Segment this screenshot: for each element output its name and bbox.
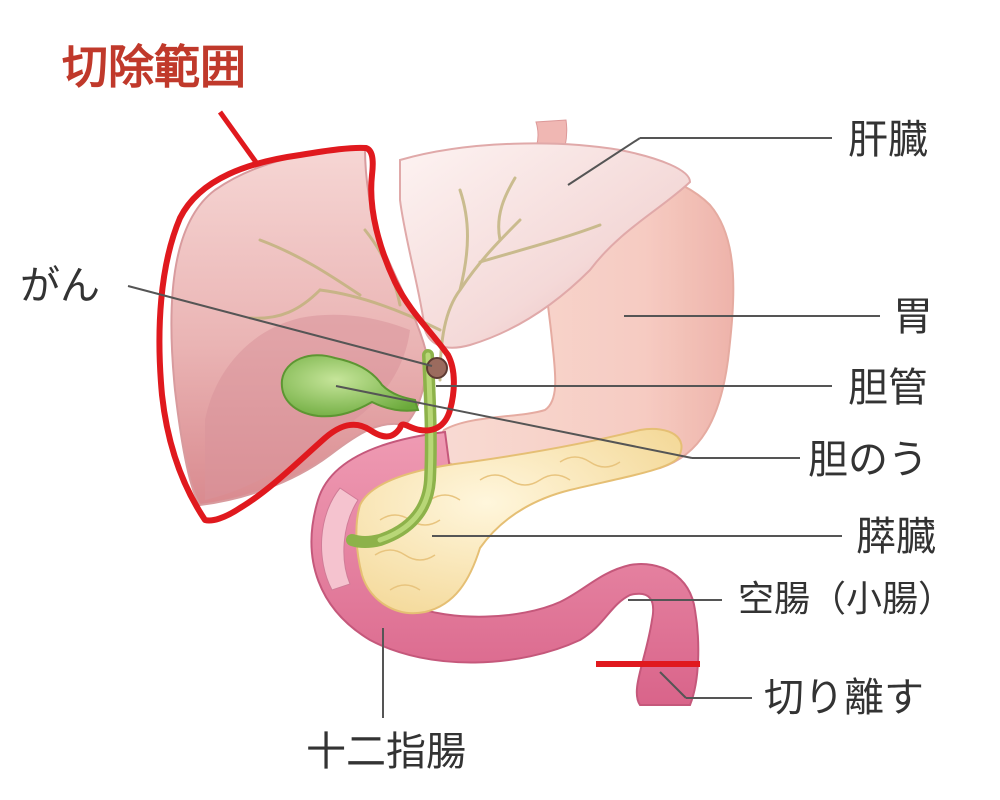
resection-outline bbox=[156, 144, 457, 524]
label-stomach: 胃 bbox=[893, 294, 933, 340]
resection-range-title: 切除範囲 bbox=[62, 40, 246, 94]
title-pointer-line bbox=[217, 110, 261, 167]
gallbladder-shape bbox=[280, 354, 420, 418]
bile-duct-highlight bbox=[377, 352, 434, 543]
leader-gallbladder bbox=[335, 385, 693, 459]
pancreas-shape bbox=[355, 427, 683, 615]
label-cut: 切り離す bbox=[764, 675, 924, 721]
label-duodenum: 十二指腸 bbox=[306, 729, 466, 775]
leader-lines bbox=[127, 137, 880, 718]
label-pancreas: 膵臓 bbox=[856, 514, 936, 560]
duodenum-inner-wall bbox=[321, 487, 359, 591]
label-jejunum: 空腸（小腸） bbox=[738, 579, 955, 620]
leader-liver bbox=[567, 137, 641, 186]
label-liver: 肝臓 bbox=[848, 117, 928, 163]
label-gallbladder: 胆のう bbox=[808, 437, 928, 483]
leader-cancer bbox=[127, 285, 433, 367]
label-bile-duct: 胆管 bbox=[848, 365, 928, 411]
label-cancer: がん bbox=[20, 263, 100, 309]
cancer-spot bbox=[426, 357, 448, 379]
pancreas-lobules bbox=[374, 456, 621, 591]
leader-cut bbox=[659, 671, 687, 699]
